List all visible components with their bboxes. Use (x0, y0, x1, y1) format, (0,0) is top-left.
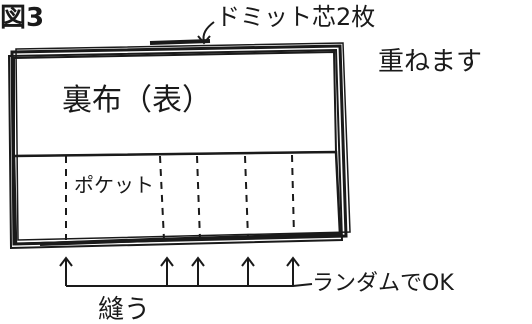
pocket-label: ポケット (74, 173, 154, 197)
up-arrow-icon (286, 256, 300, 286)
batting-note-line1: ドミット芯2枚 (216, 3, 375, 31)
stitch-lines (65, 154, 295, 241)
batting-layers (7, 39, 351, 250)
random-ok-note: ランダムでOK (312, 271, 454, 296)
up-arrow-icon (160, 256, 174, 286)
stitch-line (196, 155, 201, 241)
arrow-baseline (66, 283, 313, 287)
stitch-line (244, 155, 249, 239)
up-arrow-icon (241, 256, 255, 286)
batting-note-line2: 重ねます (378, 47, 482, 77)
pocket-panel (12, 150, 342, 246)
sew-label: 縫う (98, 295, 150, 324)
lining-label: 裏布（表） (62, 83, 212, 118)
figure-label: 図3 (0, 3, 44, 33)
stitch-line (159, 155, 165, 241)
up-arrow-icon (191, 256, 205, 286)
stitch-arrows (59, 256, 313, 287)
pocket-bottom-seam (39, 232, 339, 246)
up-arrow-icon (59, 256, 73, 286)
stitch-line (291, 154, 295, 237)
